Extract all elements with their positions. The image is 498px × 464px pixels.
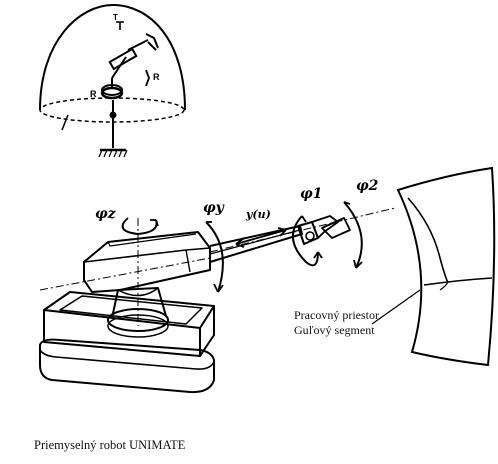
wrist-rotation-1-arrow <box>292 215 319 267</box>
z-rotation-arrow <box>121 219 158 235</box>
label-rotation-joint: R <box>90 89 97 99</box>
workspace-segment <box>396 166 496 367</box>
dome-leader-line <box>61 114 69 131</box>
workspace-label-line1: Pracovný priestor <box>294 308 379 322</box>
figure-caption: Priemyselný robot UNIMATE <box>34 438 186 452</box>
kinematic-schematic <box>39 3 186 158</box>
workspace-dome <box>39 3 186 111</box>
label-wrist-joint: R <box>153 72 160 82</box>
robot-drawing <box>39 201 421 394</box>
label-leader-line <box>371 289 421 325</box>
symbol-z-rotation: φz <box>95 206 117 222</box>
symbol-extension: y(u) <box>245 208 271 221</box>
label-translation-joint: T <box>113 13 118 22</box>
prismatic-joint <box>108 47 138 71</box>
workspace-label-line2: Guľový segment <box>294 323 375 337</box>
extension-boom <box>209 225 303 263</box>
extension-arrow <box>235 229 287 245</box>
symbol-wrist-1: φ1 <box>300 186 322 202</box>
pitch-arrow <box>205 221 224 293</box>
dome-base-ellipse <box>39 97 185 123</box>
schematic-arm <box>111 56 127 79</box>
symbol-y-rotation: φy <box>203 200 225 216</box>
symbol-wrist-2: φ2 <box>356 178 379 194</box>
schematic-gripper <box>145 33 159 51</box>
wrist-rotation-2-arrow <box>343 201 363 269</box>
base-plate <box>39 338 215 394</box>
